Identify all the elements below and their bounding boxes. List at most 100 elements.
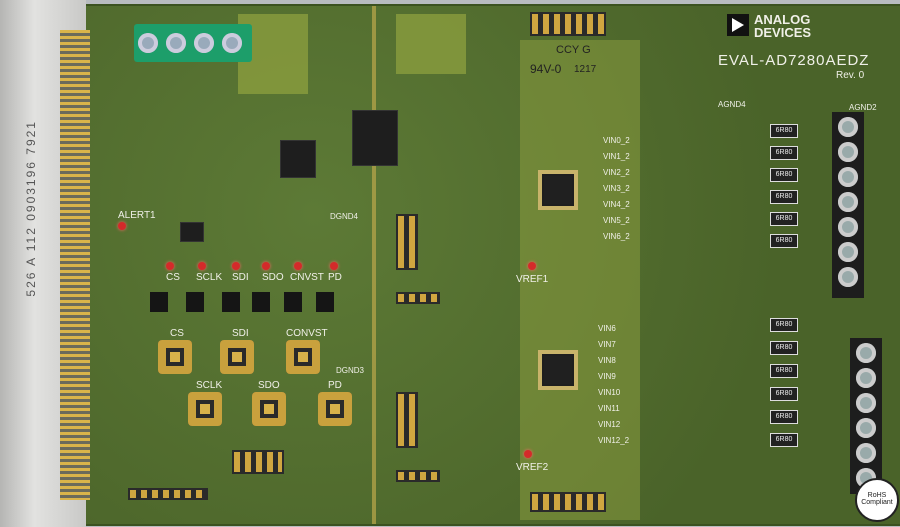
- sense-resistor-bottom-1: 6R80: [770, 341, 798, 355]
- label-vref2: VREF2: [516, 462, 549, 473]
- sense-resistor-top-value-3: 6R80: [775, 193, 793, 200]
- header-j7[interactable]: [232, 450, 284, 474]
- sma-label-sdi: SDI: [232, 328, 249, 339]
- sense-resistor-top-value-2: 6R80: [775, 171, 793, 178]
- date-code: 1217: [574, 64, 597, 75]
- jumper-label-sdi: SDI: [232, 272, 249, 283]
- terminal-block-j2[interactable]: [832, 112, 864, 298]
- pcb-board: [62, 6, 900, 524]
- header-j4[interactable]: [396, 214, 418, 270]
- ccy-mark: CCY G: [556, 44, 591, 56]
- sma-sdi[interactable]: [220, 340, 254, 374]
- jumper-cnvst[interactable]: [284, 292, 302, 312]
- vin-top-label-0: VIN0_2: [603, 136, 630, 145]
- sense-resistor-bottom-4: 6R80: [770, 410, 798, 424]
- led-sdi: [232, 262, 240, 270]
- led-vref1: [528, 262, 536, 270]
- vin-bot-label-0: VIN6: [598, 324, 616, 333]
- led-cs: [166, 262, 174, 270]
- sma-label-pd: PD: [328, 380, 342, 391]
- brand-line1: ANALOG: [754, 12, 811, 27]
- header-j17[interactable]: [396, 292, 440, 304]
- sense-resistor-bottom-value-4: 6R80: [775, 413, 793, 420]
- sma-sdo[interactable]: [252, 392, 286, 426]
- sense-resistor-top-value-0: 6R80: [775, 127, 793, 134]
- sma-label-cs: CS: [170, 328, 184, 339]
- header-j5[interactable]: [396, 392, 418, 448]
- power-terminal-block[interactable]: [134, 24, 252, 62]
- sense-resistor-top-3: 6R80: [770, 190, 798, 204]
- sense-resistor-bottom-value-0: 6R80: [775, 321, 793, 328]
- sense-resistor-bottom-value-2: 6R80: [775, 367, 793, 374]
- edge-connector: 526 A 112 0903196 7921: [0, 0, 90, 527]
- led-pd: [330, 262, 338, 270]
- jumper-cs[interactable]: [150, 292, 168, 312]
- sense-resistor-top-2: 6R80: [770, 168, 798, 182]
- jumper-sdo[interactable]: [252, 292, 270, 312]
- sma-pd[interactable]: [318, 392, 352, 426]
- led-sdo: [262, 262, 270, 270]
- board-part-number: EVAL-AD7280AEDZ: [718, 52, 870, 69]
- sense-resistor-bottom-value-1: 6R80: [775, 344, 793, 351]
- label-dgnd4: DGND4: [330, 212, 359, 221]
- jumper-label-sclk: SCLK: [196, 272, 223, 283]
- vin-bot-label-1: VIN7: [598, 340, 616, 349]
- jumper-label-cs: CS: [166, 272, 180, 283]
- sense-resistor-bottom-2: 6R80: [770, 364, 798, 378]
- ic-u3: [180, 222, 204, 242]
- vin-top-label-2: VIN2_2: [603, 168, 630, 177]
- jumper-label-sdo: SDO: [262, 272, 284, 283]
- jumper-label-cnvst: CNVST: [290, 272, 324, 283]
- ad7280a-top: [538, 170, 578, 210]
- rohs-badge: RoHS Compliant: [855, 478, 899, 522]
- ad7280a-bottom: [538, 350, 578, 390]
- label-dgnd3: DGND3: [336, 366, 365, 375]
- jumper-sdi[interactable]: [222, 292, 240, 312]
- vin-top-label-3: VIN3_2: [603, 184, 630, 193]
- sense-resistor-bottom-value-5: 6R80: [775, 436, 793, 443]
- brand-line2: DEVICES: [754, 25, 812, 40]
- sma-convst[interactable]: [286, 340, 320, 374]
- sense-resistor-bottom-value-3: 6R80: [775, 390, 793, 397]
- copper-pour-mid: [396, 14, 466, 74]
- led-cnvst: [294, 262, 302, 270]
- sma-cs[interactable]: [158, 340, 192, 374]
- ul-rating: 94V-0: [530, 62, 562, 76]
- vin-top-label-6: VIN6_2: [603, 232, 630, 241]
- board-revision: Rev. 0: [836, 70, 865, 81]
- sma-label-sdo: SDO: [258, 380, 280, 391]
- vin-bot-label-6: VIN12: [598, 420, 621, 429]
- vin-bot-label-4: VIN10: [598, 388, 621, 397]
- jumper-sclk[interactable]: [186, 292, 204, 312]
- board-divider: [372, 6, 376, 524]
- terminal-block-j3[interactable]: [850, 338, 882, 494]
- connector-marking: 526 A 112 0903196 7921: [24, 120, 38, 297]
- label-alert: ALERT1: [118, 210, 156, 221]
- jumper-pd[interactable]: [316, 292, 334, 312]
- sense-resistor-bottom-5: 6R80: [770, 433, 798, 447]
- sense-resistor-top-value-5: 6R80: [775, 237, 793, 244]
- led-vref2: [524, 450, 532, 458]
- sma-label-sclk: SCLK: [196, 380, 223, 391]
- label-agnd4: AGND4: [718, 100, 746, 109]
- sense-resistor-top-value-4: 6R80: [775, 215, 793, 222]
- label-vref1: VREF1: [516, 274, 549, 285]
- header-j16[interactable]: [530, 492, 606, 512]
- sense-resistor-top-4: 6R80: [770, 212, 798, 226]
- sense-resistor-bottom-3: 6R80: [770, 387, 798, 401]
- jumper-label-pd: PD: [328, 272, 342, 283]
- rohs-text: RoHS Compliant: [861, 492, 893, 506]
- sense-resistor-top-0: 6R80: [770, 124, 798, 138]
- header-j18[interactable]: [396, 470, 440, 482]
- vin-bot-label-2: VIN8: [598, 356, 616, 365]
- sense-resistor-bottom-0: 6R80: [770, 318, 798, 332]
- header-j15[interactable]: [530, 12, 606, 36]
- sense-resistor-top-1: 6R80: [770, 146, 798, 160]
- sma-label-convst: CONVST: [286, 328, 328, 339]
- vin-top-label-5: VIN5_2: [603, 216, 630, 225]
- adi-logo-icon: [727, 14, 749, 36]
- header-j14[interactable]: [128, 488, 208, 500]
- sma-sclk[interactable]: [188, 392, 222, 426]
- vin-bot-label-5: VIN11: [598, 404, 620, 413]
- led-alert: [118, 222, 126, 230]
